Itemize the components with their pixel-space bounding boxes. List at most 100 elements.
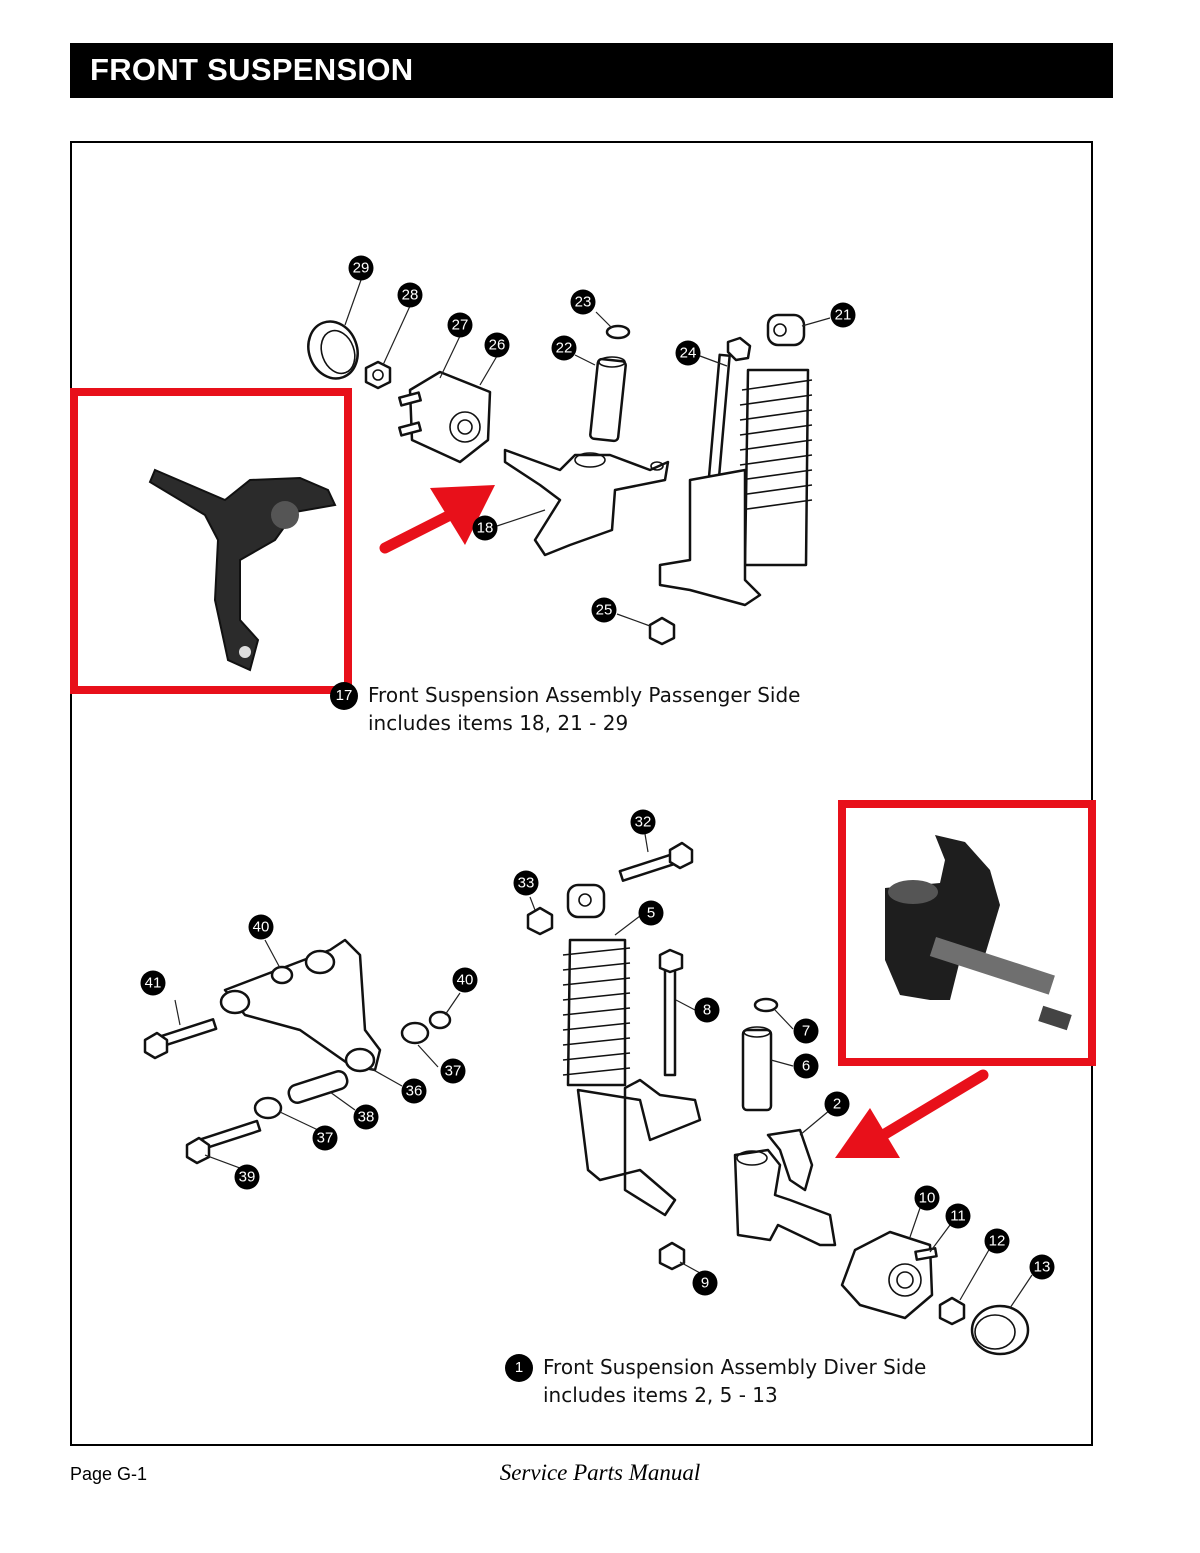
callout-26: 26 <box>484 332 510 358</box>
svg-text:40: 40 <box>253 919 270 936</box>
callout-27: 27 <box>447 312 473 338</box>
svg-text:18: 18 <box>477 520 494 537</box>
part-dust-cap-29 <box>307 320 359 380</box>
callout-8: 8 <box>694 997 720 1023</box>
page-title: FRONT SUSPENSION <box>90 52 414 87</box>
svg-text:37: 37 <box>317 1130 334 1147</box>
part-nut-28 <box>364 360 392 390</box>
callout-18: 18 <box>472 515 498 541</box>
svg-text:13: 13 <box>1034 1259 1051 1276</box>
part-shock-21 <box>658 313 813 607</box>
part-bushing-37a <box>400 1021 430 1045</box>
red-arrow-bottom <box>835 1069 989 1158</box>
svg-text:11: 11 <box>950 1208 966 1225</box>
callout-7: 7 <box>793 1018 819 1044</box>
callout-32: 32 <box>630 809 656 835</box>
callout-41: 41 <box>140 970 166 996</box>
svg-text:36: 36 <box>406 1083 423 1100</box>
callout-5: 5 <box>638 900 664 926</box>
part-spindle-2 <box>733 1128 837 1247</box>
part-bolt-8 <box>658 948 684 1077</box>
callout-2: 2 <box>824 1091 850 1117</box>
callout-24: 24 <box>675 340 701 366</box>
part-nut-33 <box>526 906 554 936</box>
passenger-assembly-includes: includes items 18, 21 - 29 <box>368 711 629 735</box>
passenger-assembly-caption: 17 Front Suspension Assembly Passenger S… <box>330 681 800 737</box>
svg-text:27: 27 <box>452 317 469 334</box>
svg-text:25: 25 <box>596 602 613 619</box>
callout-9: 9 <box>692 1270 718 1296</box>
callout-37: 37 <box>312 1125 338 1151</box>
callout-12: 12 <box>984 1228 1010 1254</box>
driver-assembly-includes: includes items 2, 5 - 13 <box>543 1383 778 1407</box>
callout-40: 40 <box>248 914 274 940</box>
part-sleeve-22 <box>589 356 627 443</box>
svg-text:38: 38 <box>358 1109 375 1126</box>
part-bushing-37b <box>253 1096 283 1120</box>
page-number: Page G-1 <box>70 1464 148 1484</box>
part-stud-11 <box>914 1247 938 1261</box>
part-nut-12 <box>938 1296 966 1326</box>
callout-33: 33 <box>513 870 539 896</box>
svg-text:32: 32 <box>635 814 652 831</box>
part-washer-7 <box>753 997 779 1013</box>
highlight-box-driver-spindle <box>838 800 1096 1066</box>
svg-text:9: 9 <box>701 1275 709 1292</box>
callout-39: 39 <box>234 1164 260 1190</box>
part-washer-23 <box>605 324 631 340</box>
svg-text:6: 6 <box>802 1058 810 1075</box>
callout-13: 13 <box>1029 1254 1055 1280</box>
svg-text:8: 8 <box>703 1002 711 1019</box>
highlight-box-passenger-spindle <box>70 388 352 694</box>
callout-6: 6 <box>793 1053 819 1079</box>
part-bolt-39 <box>185 1119 262 1165</box>
callout-25: 25 <box>591 597 617 623</box>
callout-36: 36 <box>401 1078 427 1104</box>
svg-text:21: 21 <box>835 307 852 324</box>
part-hub-26 <box>398 370 492 464</box>
driver-assembly-title: Front Suspension Assembly Diver Side <box>543 1355 927 1379</box>
diagram-frame <box>70 141 1093 1446</box>
svg-text:37: 37 <box>445 1063 462 1080</box>
callout-38: 38 <box>353 1104 379 1130</box>
part-sleeve-6 <box>741 1026 773 1112</box>
callout-28: 28 <box>397 282 423 308</box>
svg-text:33: 33 <box>518 875 535 892</box>
svg-text:10: 10 <box>919 1190 936 1207</box>
svg-text:12: 12 <box>989 1233 1006 1250</box>
callout-23: 23 <box>570 289 596 315</box>
svg-text:2: 2 <box>833 1096 841 1113</box>
callout-29: 29 <box>348 255 374 281</box>
part-dust-cap-13 <box>970 1304 1030 1356</box>
leader-lines <box>174 279 1033 1309</box>
callout-21: 21 <box>830 302 856 328</box>
part-bushing-40b <box>428 1010 452 1030</box>
red-arrow-top <box>379 485 495 554</box>
driver-assembly-number: 1 <box>505 1354 533 1382</box>
callout-40: 40 <box>452 967 478 993</box>
svg-text:39: 39 <box>239 1169 256 1186</box>
part-nut-25 <box>648 616 676 646</box>
svg-text:41: 41 <box>145 975 162 992</box>
svg-text:24: 24 <box>680 345 697 362</box>
svg-text:29: 29 <box>353 260 370 277</box>
svg-text:5: 5 <box>647 905 655 922</box>
part-shock-5 <box>562 883 702 1217</box>
svg-text:23: 23 <box>575 294 592 311</box>
part-nut-9 <box>658 1241 686 1271</box>
svg-text:7: 7 <box>802 1023 810 1040</box>
passenger-assembly-title: Front Suspension Assembly Passenger Side <box>368 683 801 707</box>
callout-11: 11 <box>945 1203 971 1229</box>
part-a-arm-36 <box>219 938 382 1073</box>
driver-assembly-caption: 1 Front Suspension Assembly Diver Side i… <box>505 1353 926 1409</box>
part-bolt-32 <box>618 841 694 882</box>
part-bolt-24 <box>707 336 752 487</box>
part-hub-10 <box>840 1230 934 1320</box>
part-bushing-40a <box>270 965 294 985</box>
svg-text:26: 26 <box>489 337 506 354</box>
manual-title: Service Parts Manual <box>499 1460 701 1485</box>
callout-37: 37 <box>440 1058 466 1084</box>
passenger-assembly-number: 17 <box>330 682 358 710</box>
